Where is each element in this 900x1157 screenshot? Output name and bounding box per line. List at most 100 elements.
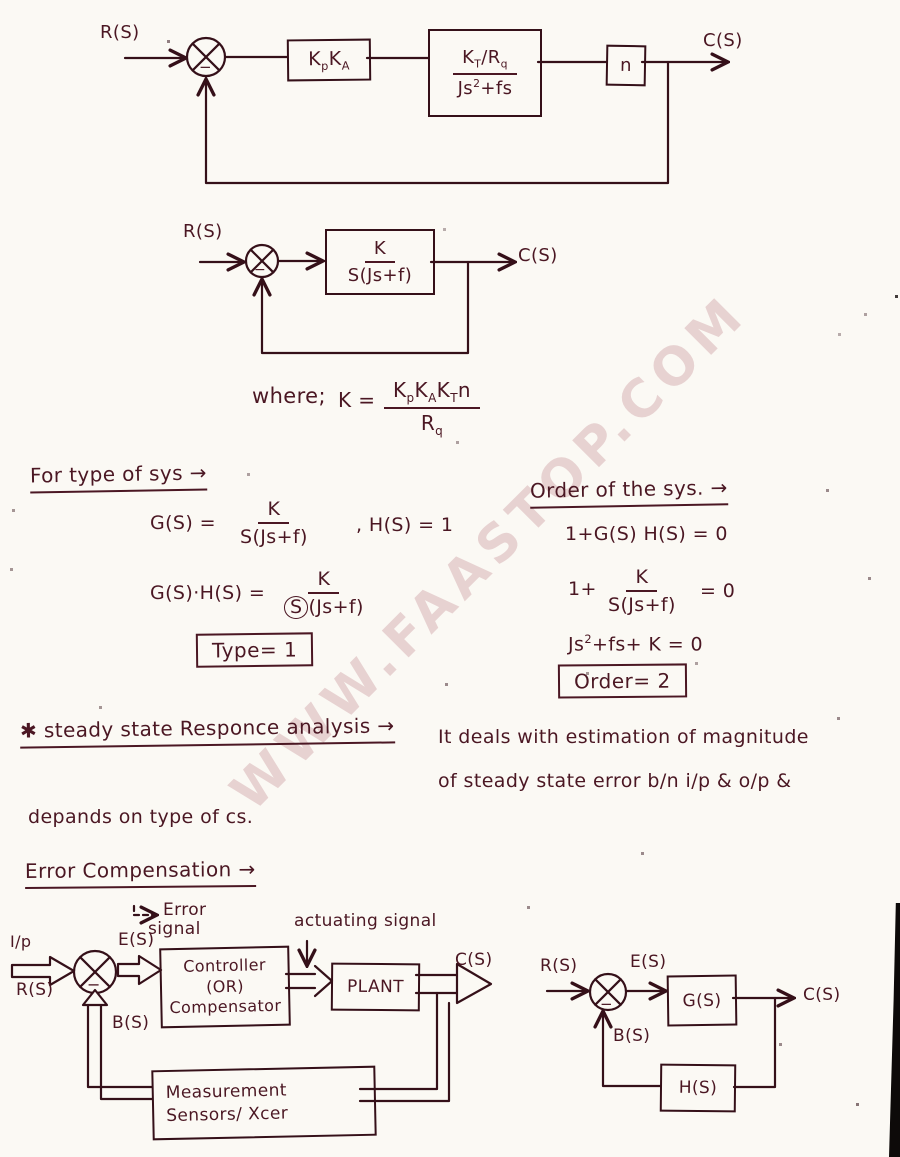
type-eq1-denominator: S(Js+f) <box>240 526 308 548</box>
d4-g-label: G(S) <box>682 990 722 1011</box>
d3-feedback-hollow-arrowhead <box>81 988 109 1007</box>
order-eq2-denominator: S(Js+f) <box>608 594 676 616</box>
scan-specks <box>0 0 3 3</box>
ec-heading: Error Compensation → <box>24 856 256 890</box>
type-eq1-rhs: , H(S) = 1 <box>356 514 454 536</box>
d4-feedback-label: B(S) <box>613 1026 651 1046</box>
order-eq2-numerator: K <box>626 566 658 592</box>
d3-feedback-outer <box>86 1003 154 1089</box>
type-section-heading: For type of sys → <box>29 460 208 494</box>
type-eq2-denominator: S(Js+f) <box>284 594 364 619</box>
order-result-box: Order= 2 <box>557 663 687 699</box>
d3-junction-x2 <box>79 956 111 988</box>
type-eq2-circled-s: S <box>284 596 309 619</box>
d3-ip-label: I/p <box>10 932 32 951</box>
where-intro: where; <box>252 384 326 408</box>
d2-tf-denominator: S(Js+f) <box>347 265 413 286</box>
d2-input-label: R(S) <box>183 221 223 242</box>
ss-star: ✱ <box>19 718 38 743</box>
d1-ratio-block: n <box>605 44 647 87</box>
d2-output-label: C(S) <box>518 245 558 266</box>
d3-measurement-line2: Sensors/ Xcer <box>166 1103 289 1127</box>
d3-actuating-label: actuating signal <box>294 911 437 931</box>
d3-plant-label: PLANT <box>346 976 405 998</box>
d4-minus-sign: − <box>600 995 613 1013</box>
d3-input-hollow-arrow <box>10 955 76 987</box>
order-eq2-fraction: K S(Js+f) <box>608 566 676 616</box>
d3-output-label: C(S) <box>455 950 493 970</box>
type-eq1-lhs: G(S) = <box>150 512 216 534</box>
diagram4-strokes <box>545 972 792 1089</box>
d3-measurement-block: Measurement Sensors/ Xcer <box>151 1065 377 1141</box>
type-eq2-lhs: G(S)·H(S) = <box>150 582 266 604</box>
order-eq2-post: = 0 <box>700 580 736 602</box>
order-eq2-pre: 1+ <box>568 578 597 600</box>
order-section-heading: Order of the sys. → <box>529 475 729 509</box>
where-fraction: KpKAKTn Rq <box>384 378 480 438</box>
order-eq1: 1+G(S) H(S) = 0 <box>565 523 728 545</box>
d3-feedback-inner <box>99 1003 154 1101</box>
type-eq2-numerator: K <box>308 568 340 594</box>
d3-output-hollow-arrowhead <box>455 962 493 1005</box>
ss-line3: depands on type of cs. <box>28 806 254 828</box>
d1-ratio-label: n <box>619 54 633 77</box>
d1-junction-x2 <box>191 42 221 72</box>
d3-feedback-label: B(S) <box>112 1013 150 1033</box>
d1-feedback-line <box>206 60 670 185</box>
d3-input-label: R(S) <box>16 980 54 1000</box>
d3-controller-line2: (OR) <box>205 976 245 996</box>
d4-error-signal-label: E(S) <box>630 952 667 972</box>
d1-gain-label: KpKA <box>308 47 350 73</box>
d3-error-label: Error <box>163 900 207 920</box>
d1-minus-sign: − <box>199 58 212 76</box>
ss-line2: of steady state error b/n i/p & o/p & <box>438 770 792 792</box>
where-numerator: KpKAKTn <box>384 378 480 409</box>
d4-input-label: R(S) <box>540 956 578 976</box>
d3-error-signal-dashed-arrow <box>132 904 155 915</box>
d4-junction-x2 <box>594 978 622 1006</box>
d1-motor-numerator: KT/Rq <box>453 47 517 75</box>
diagram2-strokes <box>198 243 513 355</box>
type-result-box: Type= 1 <box>195 632 314 668</box>
ss-heading-text: steady state Responce analysis → <box>43 713 395 743</box>
d1-motor-transfer-function: KT/Rq Js2+fs <box>453 47 517 99</box>
type-eq2-fraction: K S(Js+f) <box>284 568 364 619</box>
d3-signal-label: signal <box>148 919 201 939</box>
diagram3-strokes <box>10 904 493 1103</box>
d1-motor-block: KT/Rq Js2+fs <box>428 29 542 117</box>
d4-h-label: H(S) <box>678 1077 718 1099</box>
d1-input-label: R(S) <box>100 22 140 43</box>
d2-transfer-function: K S(Js+f) <box>348 238 412 286</box>
d1-output-label: C(S) <box>703 30 743 51</box>
d4-h-block: H(S) <box>659 1063 737 1113</box>
d3-error-hollow-arrow <box>116 954 163 986</box>
d2-tf-block: K S(Js+f) <box>325 229 435 295</box>
d3-plant-block: PLANT <box>330 962 421 1012</box>
type-eq1-fraction: K S(Js+f) <box>240 498 308 548</box>
d3-controller-block: Controller (OR) Compensator <box>159 945 291 1029</box>
where-lhs: K = <box>338 388 376 412</box>
d1-gain-block: KpKA <box>286 38 372 82</box>
d2-feedback-line <box>262 260 470 355</box>
d3-minus-sign: − <box>87 975 101 994</box>
d4-output-label: C(S) <box>803 985 841 1005</box>
where-denominator: Rq <box>420 411 444 438</box>
d2-minus-sign: − <box>254 262 267 278</box>
d3-error-signal-label: E(S) <box>118 930 155 950</box>
d3-controller-line1: Controller <box>182 954 267 976</box>
d1-motor-denominator: Js2+fs <box>457 76 513 99</box>
d3-branch-outer <box>358 991 439 1091</box>
ss-line1: It deals with estimation of magnitude <box>438 726 809 748</box>
order-eq3: Js2+fs+ K = 0 <box>568 632 703 656</box>
d4-g-block: G(S) <box>666 974 738 1027</box>
ss-heading: ✱ steady state Responce analysis → <box>19 713 395 749</box>
d4-branch-line <box>732 996 777 1089</box>
diagram1-strokes <box>123 36 726 185</box>
type-eq1-numerator: K <box>258 498 290 524</box>
d3-ctrl-plant-arrowhead <box>313 964 334 998</box>
scan-edge-strip <box>889 903 900 1157</box>
d3-branch-inner <box>358 1001 451 1103</box>
d3-controller-line3: Compensator <box>169 996 282 1018</box>
